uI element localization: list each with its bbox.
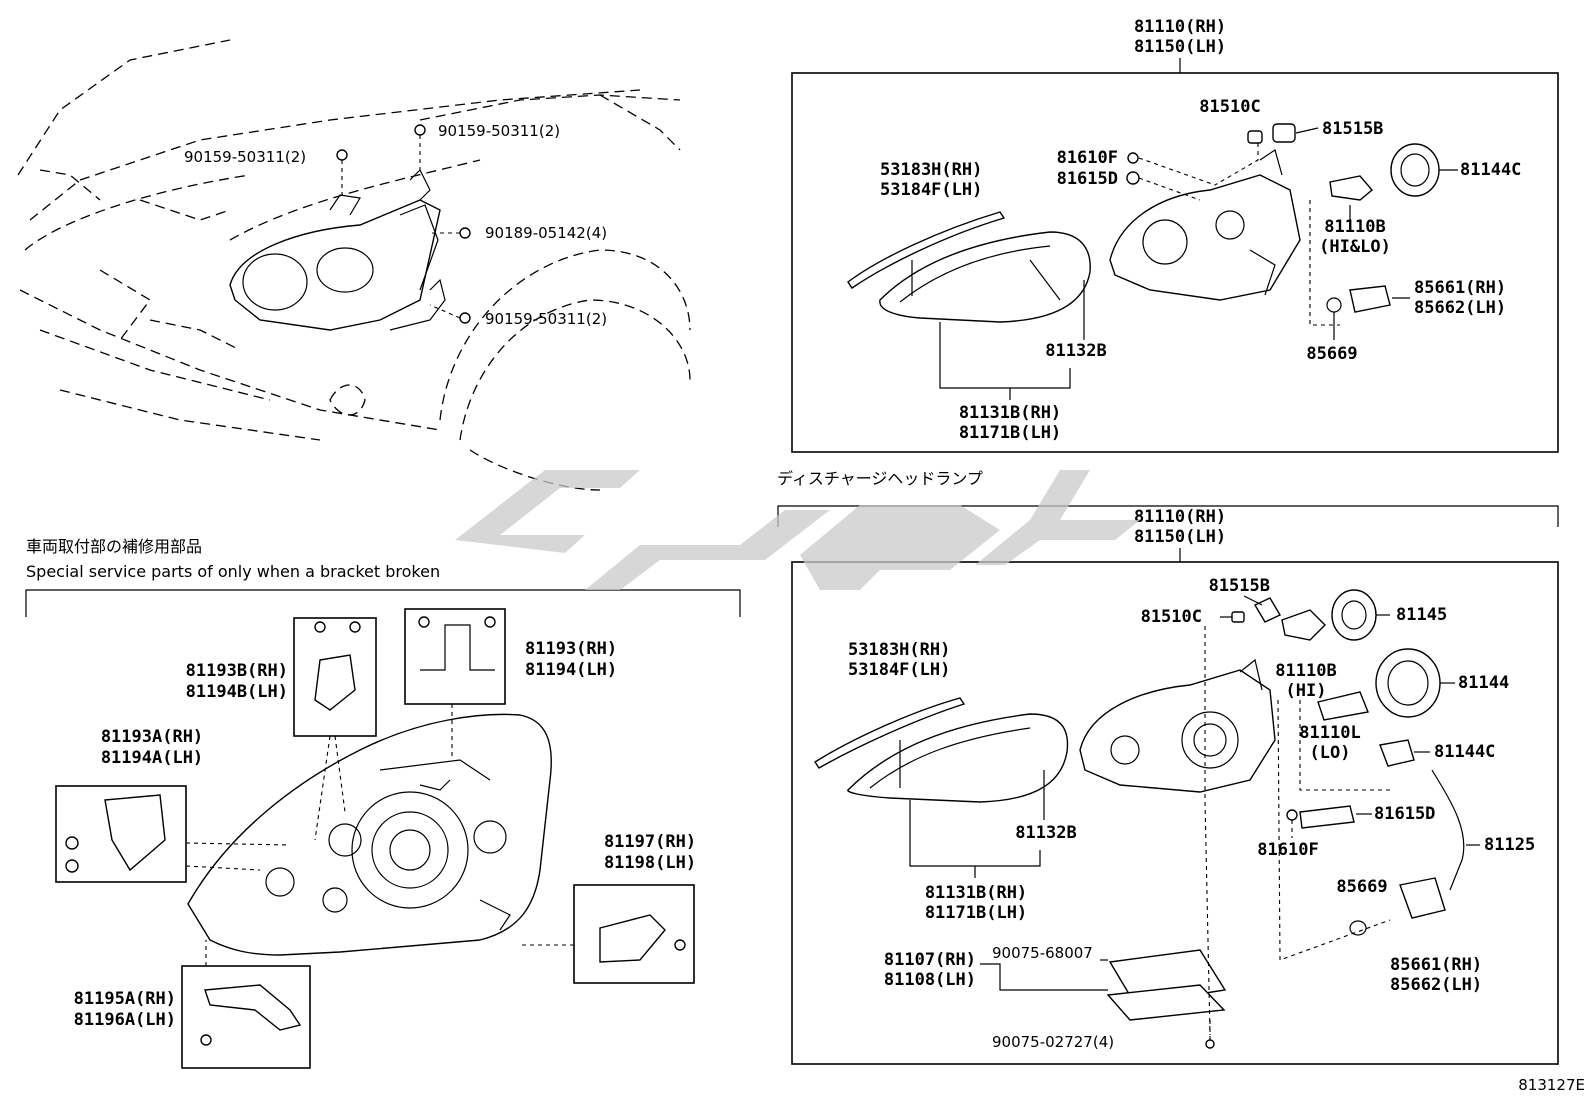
hid-85662: 85662(LH) [1390,975,1482,995]
hid-title: ディスチャージヘッドランプ [777,469,983,488]
hid-81510c: 81510C [1141,607,1202,627]
hal-81615d: 81615D [1057,169,1118,189]
hal-53184f: 53184F(LH) [880,180,982,200]
headlamp-housing [1109,174,1301,301]
hid-frame [791,561,1559,1065]
hid-81110b-note: (HI) [1286,681,1327,701]
hid-85669: 85669 [1336,877,1387,897]
svc-81195a: 81195A(RH) [74,989,176,1009]
hal-85669: 85669 [1306,344,1357,364]
hal-81110b-note: (HI&LO) [1319,237,1391,257]
hid-81108: 81108(LH) [884,970,976,990]
svc-81193: 81193(RH) [525,639,617,659]
svc-81194: 81194(LH) [525,660,617,680]
hid-90075-68007: 90075-68007 [992,944,1093,962]
hal-81132b: 81132B [1045,341,1106,361]
hid-81125: 81125 [1484,835,1535,855]
svc-81193a: 81193A(RH) [101,727,203,747]
hal-81110b: 81110B [1324,217,1385,237]
hal-53183h: 53183H(RH) [880,160,982,180]
hid-section [814,589,1480,1049]
hid-81132b: 81132B [1015,823,1076,843]
hal-81515b: 81515B [1322,119,1383,139]
service-title-jp: 車両取付部の補修用部品 [26,537,202,556]
hid-81144: 81144 [1458,673,1509,693]
vehicle-front-illustration [17,39,691,491]
halogen-section: 81110(RH) 81150(LH) [791,17,1559,453]
hid-81515b: 81515B [1209,576,1270,596]
hid-81610f: 81610F [1257,840,1318,860]
watermark-logo [455,470,1140,590]
hal-81510c: 81510C [1199,97,1260,117]
svc-81198: 81198(LH) [604,853,696,873]
service-title-en: Special service parts of only when a bra… [26,562,440,581]
hid-53184f: 53184F(LH) [848,660,950,680]
hid-81171b: 81171B(LH) [925,903,1027,923]
svc-81196a: 81196A(LH) [74,1010,176,1030]
hal-85661: 85661(RH) [1414,278,1506,298]
callout-bolt-1: 90159-50311(2) [184,148,306,166]
hid-81107: 81107(RH) [884,950,976,970]
hid-assembly-rh: 81110(RH) [1134,507,1226,527]
hal-81610f: 81610F [1057,148,1118,168]
halogen-assembly-lh: 81150(LH) [1134,37,1226,57]
hal-81171b: 81171B(LH) [959,423,1061,443]
hid-81145: 81145 [1396,605,1447,625]
hid-81110l: 81110L [1299,723,1360,743]
hid-81110l-note: (LO) [1310,743,1351,763]
hal-85662: 85662(LH) [1414,298,1506,318]
hid-81110b: 81110B [1275,661,1336,681]
halogen-frame [791,72,1559,453]
seal-strip [847,211,1006,289]
halogen-assembly-rh: 81110(RH) [1134,17,1226,37]
hid-53183h: 53183H(RH) [848,640,950,660]
callout-bolt-3: 90159-50311(2) [485,310,607,328]
svc-81194a: 81194A(LH) [101,748,203,768]
hid-81144c: 81144C [1434,742,1495,762]
svc-81197: 81197(RH) [604,832,696,852]
diagram-id: 813127E [1518,1076,1585,1094]
hal-81131b: 81131B(RH) [959,403,1061,423]
svc-81194b: 81194B(LH) [186,682,288,702]
hid-90075-02727: 90075-02727(4) [992,1033,1114,1051]
headlamp-lens [879,231,1091,323]
callout-clip: 90189-05142(4) [485,224,607,242]
hid-85661: 85661(RH) [1390,955,1482,975]
service-illustration [55,608,695,1069]
hal-81144c: 81144C [1460,160,1521,180]
hid-81131b: 81131B(RH) [925,883,1027,903]
hid-81615d: 81615D [1374,804,1435,824]
hid-assembly-lh: 81150(LH) [1134,527,1226,547]
svc-81193b: 81193B(RH) [186,661,288,681]
callout-bolt-2: 90159-50311(2) [438,122,560,140]
